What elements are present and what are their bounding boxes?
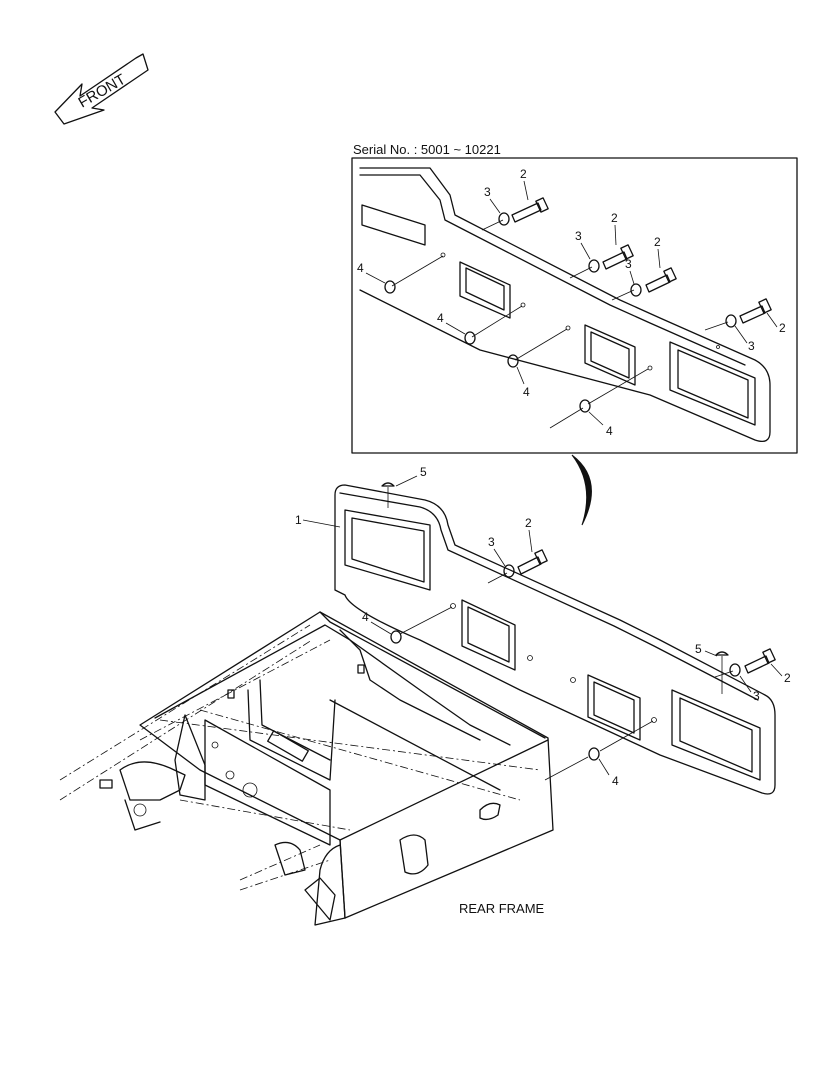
serial-number-label: Serial No. : 5001 ~ 10221: [353, 142, 501, 157]
callout-4: 4: [362, 610, 369, 624]
callout-4: 4: [612, 774, 619, 788]
callout-4: 4: [606, 424, 613, 438]
inset-pointer: [571, 454, 592, 526]
main-callouts: 1 5 2 3 4 5 2 3 4: [295, 465, 791, 788]
callout-2: 2: [520, 167, 527, 181]
callout-4: 4: [523, 385, 530, 399]
rear-frame: [59, 611, 554, 926]
rear-frame-caption: REAR FRAME: [459, 901, 545, 916]
callout-1: 1: [295, 513, 302, 527]
callout-3: 3: [484, 185, 491, 199]
callout-5: 5: [420, 465, 427, 479]
inset-callouts: 2 3 2 3 2 3 2 3 4 4 4 4: [357, 167, 786, 438]
callout-2: 2: [779, 321, 786, 335]
callout-5: 5: [695, 642, 702, 656]
callout-3: 3: [748, 339, 755, 353]
callout-3: 3: [625, 257, 632, 271]
callout-2: 2: [784, 671, 791, 685]
fasteners: [381, 482, 776, 781]
callout-2: 2: [654, 235, 661, 249]
front-arrow: FRONT: [54, 53, 149, 125]
callout-4: 4: [357, 261, 364, 275]
counterweight: [334, 484, 776, 795]
callout-4: 4: [437, 311, 444, 325]
callout-3: 3: [488, 535, 495, 549]
callout-3: 3: [753, 689, 760, 703]
front-arrow-label: FRONT: [76, 71, 129, 112]
callout-2: 2: [525, 516, 532, 530]
serial-inset: Serial No. : 5001 ~ 10221: [351, 142, 798, 454]
callout-3: 3: [575, 229, 582, 243]
callout-2: 2: [611, 211, 618, 225]
